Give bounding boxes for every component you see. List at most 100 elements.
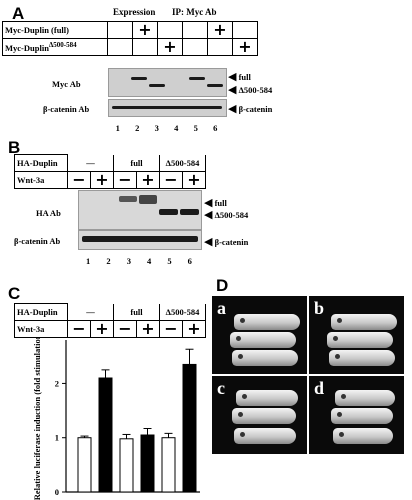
y-tick-label: 0 bbox=[55, 487, 59, 497]
panel-d-letter: D bbox=[216, 276, 229, 295]
b-band-full-lane3 bbox=[119, 196, 137, 202]
embryo bbox=[329, 350, 395, 366]
a-band-delta-lane3 bbox=[149, 84, 165, 87]
c-wnt-sign: − bbox=[159, 320, 183, 338]
a-cell-2-4 bbox=[182, 38, 208, 56]
b-wnt-sign: − bbox=[113, 171, 137, 189]
embryo-panel-d: d bbox=[309, 376, 404, 454]
panel-a-condition-table: Myc-Duplin (full) + + Myc-DuplinΔ500-584… bbox=[2, 21, 258, 56]
c-wnt-sign: + bbox=[182, 320, 206, 338]
b-lane-number: 1 bbox=[86, 256, 91, 266]
a-cell-1-4 bbox=[182, 21, 208, 39]
embryo bbox=[331, 314, 397, 330]
b-bcat-ab-label: β-catenin Ab bbox=[14, 236, 61, 246]
b-lane-number: 4 bbox=[147, 256, 152, 266]
bar bbox=[119, 438, 134, 493]
a-band-full-lane5 bbox=[189, 77, 205, 80]
b-wnt-sign: − bbox=[159, 171, 183, 189]
a-cell-2-6: + bbox=[232, 38, 258, 56]
subpanel-label-b: b bbox=[314, 298, 325, 318]
a-lane-number: 4 bbox=[174, 123, 179, 133]
embryo-panel-c: c bbox=[212, 376, 307, 454]
b-wnt-sign: + bbox=[182, 171, 206, 189]
c-group-delta: Δ500-584 bbox=[159, 303, 206, 321]
c-wnt-sign: + bbox=[136, 320, 160, 338]
b-arrow-full: ◀ full bbox=[204, 196, 227, 209]
b-arrow-delta: ◀ Δ500-584 bbox=[204, 208, 249, 221]
b-lane-number: 5 bbox=[167, 256, 172, 266]
embryo bbox=[327, 332, 393, 348]
c-group-full: full bbox=[113, 303, 160, 321]
b-wnt-sign: − bbox=[67, 171, 91, 189]
bar bbox=[98, 377, 113, 493]
b-band-delta-lane6 bbox=[180, 209, 199, 215]
a-cell-1-5: + bbox=[207, 21, 233, 39]
a-arrow-bcat: ◀ β-catenin bbox=[228, 102, 273, 115]
a-cell-1-2: + bbox=[132, 21, 158, 39]
panel-b-letter: B bbox=[8, 138, 21, 157]
a-cell-1-3 bbox=[157, 21, 183, 39]
bar bbox=[161, 437, 176, 493]
a-bcat-ab-label: β-catenin Ab bbox=[43, 104, 90, 114]
a-cell-2-2 bbox=[132, 38, 158, 56]
embryo-panel-a: a bbox=[212, 296, 307, 374]
a-lane-number: 2 bbox=[135, 123, 140, 133]
a-lane-number: 3 bbox=[154, 123, 159, 133]
b-lane-numbers: 1 2 3 4 5 6 bbox=[78, 256, 200, 266]
b-wnt-sign: + bbox=[136, 171, 160, 189]
b-row-ha-duplin: HA-Duplin bbox=[14, 154, 68, 172]
y-tick-label: 1 bbox=[55, 433, 59, 443]
a-cell-2-3: + bbox=[157, 38, 183, 56]
a-cell-2-5 bbox=[207, 38, 233, 56]
b-band-delta-lane5 bbox=[159, 209, 178, 215]
a-myc-ab-label: Myc Ab bbox=[52, 79, 81, 89]
c-wnt-sign: − bbox=[67, 320, 91, 338]
panel-c-condition-table: HA-Duplin — full Δ500-584 Wnt-3a − + − +… bbox=[14, 303, 206, 338]
b-lane-number: 6 bbox=[187, 256, 192, 266]
a-cell-2-1 bbox=[107, 38, 133, 56]
row-myc-duplin-full: Myc-Duplin (full) bbox=[2, 21, 108, 39]
bar bbox=[182, 363, 197, 493]
expression-header: Expression bbox=[113, 7, 156, 17]
c-row-ha-duplin: HA-Duplin bbox=[14, 303, 68, 321]
ip-header: IP: Myc Ab bbox=[172, 7, 217, 17]
embryo bbox=[232, 408, 296, 424]
embryo bbox=[230, 332, 296, 348]
c-wnt-sign: + bbox=[90, 320, 114, 338]
y-axis-label: Relative luciferase induction (fold stim… bbox=[32, 338, 42, 500]
b-row-wnt3a: Wnt-3a bbox=[14, 171, 68, 189]
subpanel-label-d: d bbox=[314, 378, 325, 398]
c-row-wnt3a: Wnt-3a bbox=[14, 320, 68, 338]
b-arrow-bcat: ◀ β-catenin bbox=[204, 235, 249, 248]
a-arrow-delta: ◀ Δ500-584 bbox=[228, 83, 273, 96]
embryo-panel-b: b bbox=[309, 296, 404, 374]
b-group-delta: Δ500-584 bbox=[159, 154, 206, 172]
b-lane-number: 2 bbox=[106, 256, 111, 266]
y-tick-label: 2 bbox=[55, 378, 59, 388]
subpanel-label-a: a bbox=[217, 298, 226, 318]
embryo bbox=[333, 428, 393, 444]
a-lane-number: 6 bbox=[213, 123, 218, 133]
embryo bbox=[234, 428, 296, 444]
c-wnt-sign: − bbox=[113, 320, 137, 338]
b-ha-blot bbox=[78, 190, 202, 230]
row-myc-duplin-delta: Myc-DuplinΔ500-584 bbox=[2, 38, 108, 56]
bar bbox=[77, 437, 92, 493]
bar bbox=[140, 434, 155, 493]
panel-a-letter: A bbox=[12, 4, 25, 23]
b-band-full-lane4 bbox=[139, 195, 157, 204]
a-lane-number: 1 bbox=[115, 123, 120, 133]
a-cell-1-1 bbox=[107, 21, 133, 39]
a-bcat-blot bbox=[108, 99, 227, 117]
a-myc-blot bbox=[108, 68, 227, 97]
a-lane-numbers: 1 2 3 4 5 6 bbox=[108, 123, 225, 133]
b-group-full: full bbox=[113, 154, 160, 172]
b-wnt-sign: + bbox=[90, 171, 114, 189]
a-arrow-full: ◀ full bbox=[228, 70, 251, 83]
embryo bbox=[232, 350, 298, 366]
embryo bbox=[234, 314, 300, 330]
a-cell-1-6 bbox=[232, 21, 258, 39]
a-bcat-band bbox=[112, 106, 222, 109]
embryo bbox=[335, 390, 395, 406]
b-bcat-blot bbox=[78, 230, 202, 250]
